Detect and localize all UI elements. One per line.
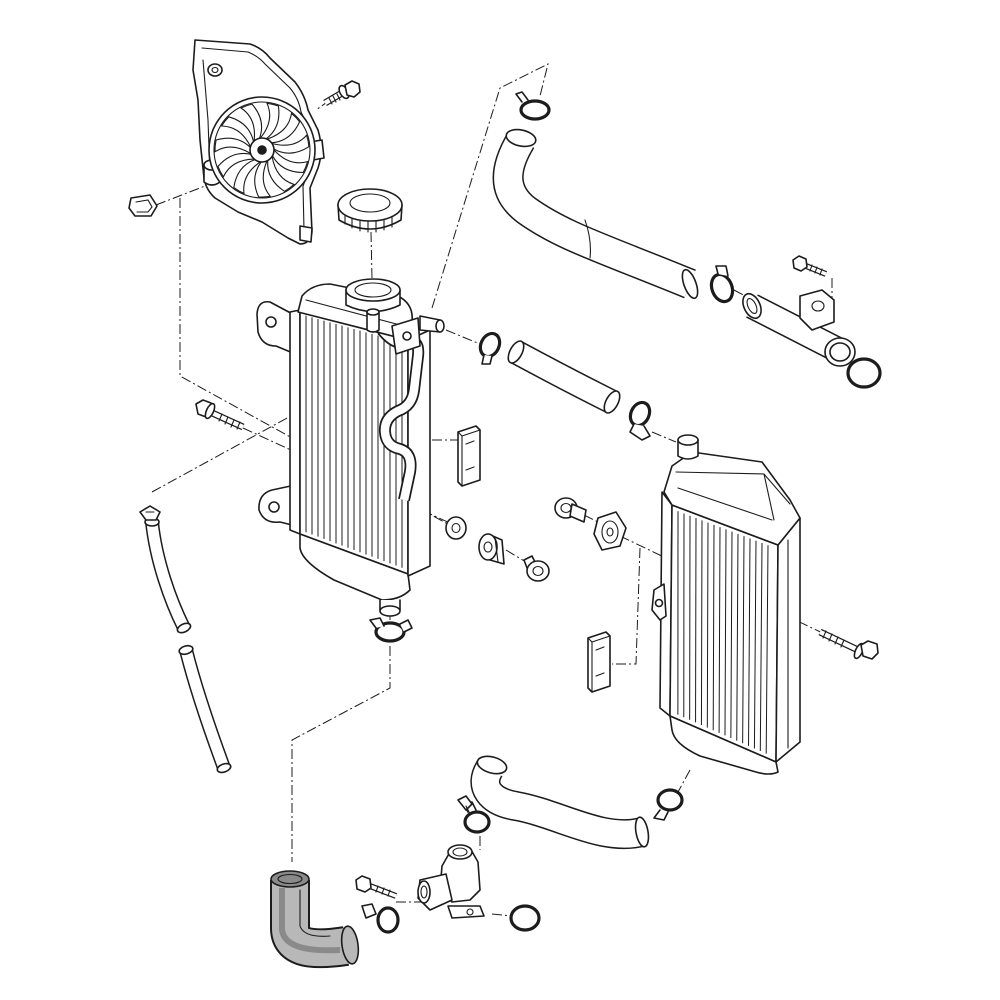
cooling-fan-icon: [208, 96, 316, 204]
fan-blade: [271, 134, 310, 154]
rubber-pad-icon: [587, 631, 611, 693]
right-top-tank: [663, 451, 801, 546]
right-radiator-fins: [677, 511, 769, 754]
hose-clamp-icon: [515, 91, 551, 121]
radiator-fin: [759, 542, 763, 752]
fan-blade: [259, 102, 280, 140]
breather-hose-icon: [144, 517, 232, 774]
radiator-cap-icon: [337, 188, 403, 233]
o-ring-icon: [509, 904, 541, 932]
lower-hose-icon: [470, 755, 650, 850]
fan-blades: [214, 102, 310, 198]
shroud-clip: [128, 194, 158, 217]
bolt-icon: [355, 875, 398, 899]
right-bottom-tank: [669, 715, 779, 775]
hose-clamp-icon: [628, 400, 652, 441]
thermostat-fitting-icon: [742, 289, 856, 367]
hose-clamp-icon: [376, 906, 400, 934]
collar-icon: [554, 497, 587, 523]
grommet-icon: [593, 511, 627, 551]
bolt-icon: [195, 399, 245, 431]
hose-clamp-icon: [709, 265, 735, 304]
radiator-fin: [742, 536, 745, 744]
radiator-fin: [712, 524, 715, 731]
hose-clamp-icon: [478, 331, 502, 365]
fan-blade: [233, 159, 261, 195]
fan-blade: [254, 160, 272, 198]
grommet-icon: [478, 533, 505, 565]
fan-blade: [239, 103, 263, 142]
radiator-fin: [748, 538, 751, 746]
fan-shroud-icon: [192, 39, 325, 245]
upper-hose-icon: [492, 128, 699, 300]
left-radiator-fins: [305, 315, 403, 568]
radiator-fin: [736, 533, 739, 741]
fan-blade: [217, 152, 255, 178]
radiator-fin: [730, 531, 733, 739]
hose-clamp-icon: [369, 617, 413, 643]
bolt-icon: [818, 628, 879, 660]
collar-icon: [523, 555, 550, 582]
hose-clamp-icon: [653, 788, 684, 821]
right-radiator-icon: [651, 434, 801, 775]
fan-blade: [214, 137, 252, 154]
hose-clip-icon: [361, 903, 377, 919]
radiator-fin: [718, 527, 721, 733]
filler-neck: [345, 278, 401, 333]
radiator-fin: [706, 522, 709, 728]
radiator-fin: [753, 540, 757, 749]
fan-blade: [267, 155, 296, 192]
bolt-icon: [792, 255, 828, 277]
o-ring-icon: [846, 357, 882, 389]
fan-blade: [266, 112, 301, 144]
hose-clip-icon: [139, 505, 161, 521]
pump-hose-icon: [270, 870, 360, 969]
rubber-pad-icon: [457, 425, 481, 487]
radiator-fin: [765, 545, 769, 754]
middle-hose-icon: [507, 340, 621, 414]
radiator-fin: [700, 520, 703, 726]
fan-blade: [220, 116, 255, 148]
left-radiator-icon: [256, 278, 467, 617]
radiator-fin: [724, 529, 727, 736]
fan-blade: [271, 149, 309, 174]
bolt-icon: [323, 80, 361, 107]
pump-fitting-icon: [417, 844, 485, 919]
screw-icon: [457, 795, 473, 815]
